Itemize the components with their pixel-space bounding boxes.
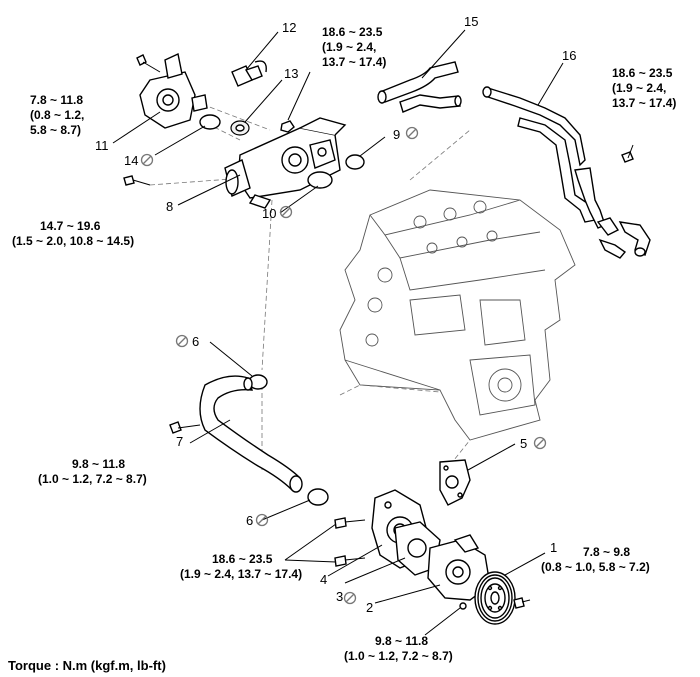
part-number: 5 <box>520 436 527 451</box>
torque-unit-legend: Torque : N.m (kgf.m, lb-ft) <box>8 658 166 673</box>
part-number-labels: 1 2 3 4 5 6 6 7 8 9 10 11 12 13 14 15 16 <box>95 14 576 615</box>
part-number: 4 <box>320 572 327 587</box>
water-pump-2 <box>427 534 491 601</box>
temperature-sensor-12 <box>231 60 267 87</box>
torque-spec-water-pump: 9.8 ~ 11.8 (1.0 ~ 1.2, 7.2 ~ 8.7) <box>344 634 453 663</box>
no-reuse-symbol-6-lower <box>255 513 269 527</box>
torque-spec-heater-hose: 18.6 ~ 23.5 (1.9 ~ 2.4, 13.7 ~ 17.4) <box>612 66 676 110</box>
part-number: 9 <box>393 127 400 142</box>
torque-spec-thermostat-housing: 7.8 ~ 11.8 (0.8 ~ 1.2, 5.8 ~ 8.7) <box>30 93 88 137</box>
thermostat-housing-11 <box>139 52 208 129</box>
part-number: 6 <box>246 513 253 528</box>
part-number: 16 <box>562 48 576 63</box>
plug-13 <box>230 120 250 136</box>
bolt-icon <box>169 421 201 434</box>
torque-spec-labels: 7.8 ~ 11.8 (0.8 ~ 1.2, 5.8 ~ 8.7) 18.6 ~… <box>12 25 676 663</box>
nut-icon <box>280 120 295 133</box>
part-number: 15 <box>464 14 478 29</box>
leader-lines <box>112 29 564 636</box>
no-reuse-symbol-5 <box>533 436 547 450</box>
no-reuse-symbol-6-upper <box>175 334 189 348</box>
heater-hose-16 <box>482 86 651 259</box>
engine-block <box>339 189 576 441</box>
no-reuse-symbol-14 <box>140 153 154 167</box>
no-reuse-symbol-10 <box>279 205 293 219</box>
part-number: 10 <box>262 206 276 221</box>
torque-spec-outlet-fitting: 18.6 ~ 23.5 (1.9 ~ 2.4, 13.7 ~ 17.4) <box>322 25 386 69</box>
o-ring-14 <box>199 114 221 130</box>
bolt-icon <box>513 597 531 609</box>
o-ring-10 <box>307 171 333 189</box>
o-ring-6-lower <box>307 488 329 506</box>
part-number: 12 <box>282 20 296 35</box>
bolt-icon <box>334 555 366 567</box>
bolt-icon <box>334 517 366 529</box>
part-number: 11 <box>95 138 109 153</box>
part-number: 8 <box>166 199 173 214</box>
no-reuse-symbol-3 <box>343 591 357 605</box>
torque-spec-pump-housing: 18.6 ~ 23.5 (1.9 ~ 2.4, 13.7 ~ 17.4) <box>180 552 302 581</box>
heater-hose-15 <box>377 61 462 113</box>
bolt-icon <box>459 602 467 610</box>
gasket-9 <box>345 154 365 170</box>
torque-spec-pulley: 7.8 ~ 9.8 (0.8 ~ 1.0, 5.8 ~ 7.2) <box>541 545 650 574</box>
part-number: 1 <box>550 540 557 555</box>
part-number: 2 <box>366 600 373 615</box>
bolt-icon <box>136 54 161 73</box>
part-number: 6 <box>192 334 199 349</box>
no-reuse-symbol-9 <box>405 126 419 140</box>
part-number: 7 <box>176 434 183 449</box>
gasket-5 <box>439 459 471 506</box>
water-pump-pulley-1 <box>474 571 516 625</box>
water-inlet-pipe-7 <box>199 375 303 493</box>
torque-spec-inlet-pipe: 9.8 ~ 11.8 (1.0 ~ 1.2, 7.2 ~ 8.7) <box>38 457 147 486</box>
bolt-icon <box>621 144 634 163</box>
part-number: 3 <box>336 589 343 604</box>
bolt-icon <box>123 175 151 186</box>
torque-spec-outlet-bolt: 14.7 ~ 19.6 (1.5 ~ 2.0, 10.8 ~ 14.5) <box>12 219 134 248</box>
part-number: 14 <box>124 153 138 168</box>
part-number: 13 <box>284 66 298 81</box>
